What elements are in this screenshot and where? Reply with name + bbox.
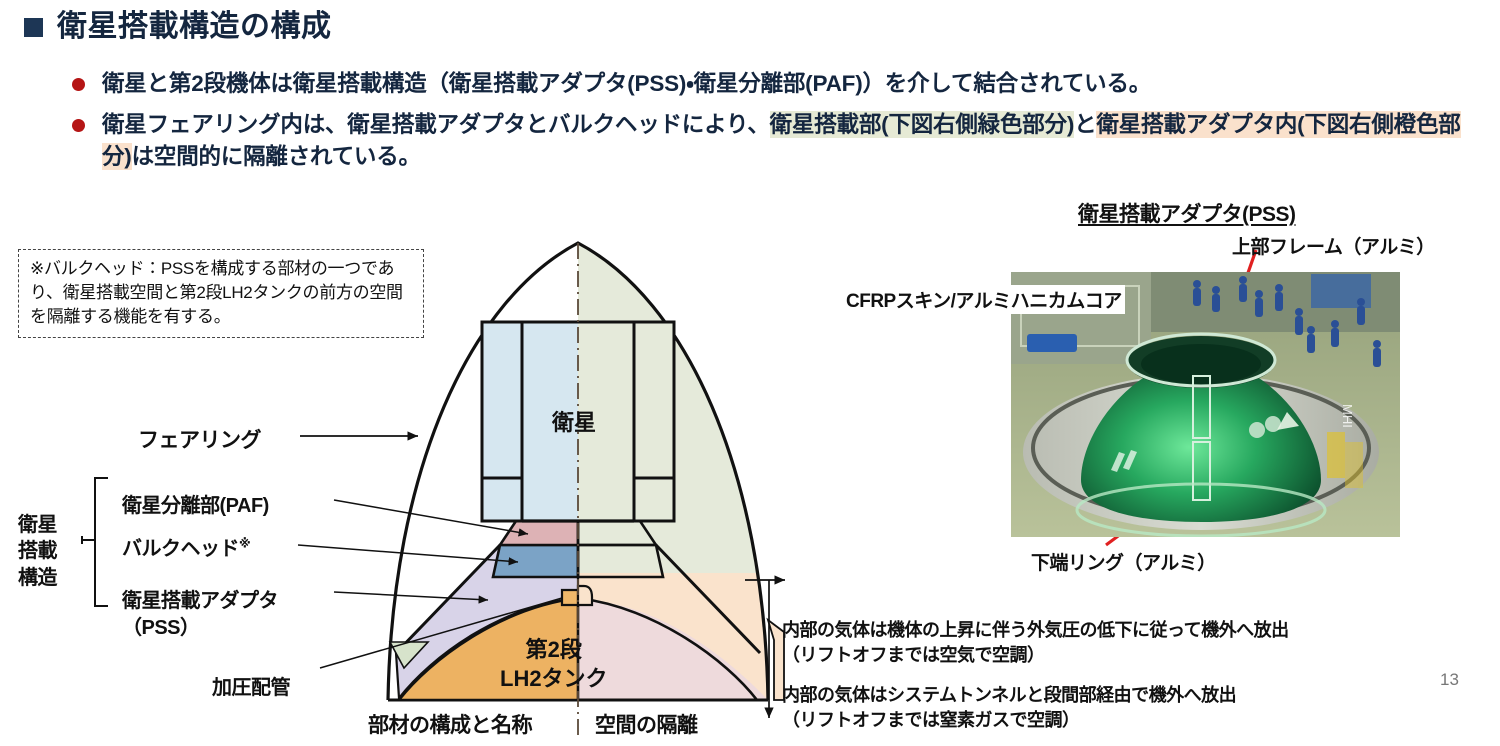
tank-space-pink-region bbox=[578, 600, 768, 700]
pss-photograph-content: MHI bbox=[1011, 272, 1400, 537]
label-pss-line2: （PSS） bbox=[122, 617, 200, 639]
lh2-tank-label-line1: 第2段 bbox=[525, 637, 582, 662]
square-bullet-icon bbox=[24, 17, 43, 37]
lh2-tank-label-line2: LH2タンク bbox=[500, 665, 608, 691]
photo-label-skin: CFRPスキン/アルミハニカムコア bbox=[843, 285, 1125, 314]
bullet-2-seg-plain-b: と bbox=[1074, 111, 1097, 137]
satellite-panel-right bbox=[632, 320, 676, 523]
bulkhead-note-box: ※バルクヘッド：PSSを構成する部材の一つであり、衛星搭載空間と第2段LH2タン… bbox=[18, 249, 424, 339]
axis-label-left: 部材の構成と名称 bbox=[368, 714, 533, 737]
leader-paf bbox=[333, 499, 529, 537]
axis-label-right: 空間の隔離 bbox=[595, 714, 698, 737]
bullet-item-1: 衛星と第2段機体は衛星搭載構造（衛星搭載アダプタ(PSS)・衛星分離部(PAF)… bbox=[72, 68, 1482, 101]
label-bulkhead-mark: ※ bbox=[239, 536, 251, 551]
lh2-tank-label: 第2段 LH2タンク bbox=[500, 636, 608, 693]
leader-pipe bbox=[319, 597, 563, 669]
label-pressurization-pipe: 加圧配管 bbox=[212, 677, 291, 699]
label-fairing: フェアリング bbox=[138, 429, 262, 452]
label-pss: 衛星搭載アダプタ （PSS） bbox=[122, 588, 279, 642]
title-text: 衛星搭載構造の構成 bbox=[57, 10, 332, 43]
label-paf: 衛星分離部(PAF) bbox=[122, 495, 269, 517]
paf-region bbox=[497, 519, 580, 547]
bullet-text-1: 衛星と第2段機体は衛星搭載構造（衛星搭載アダプタ(PSS)・衛星分離部(PAF)… bbox=[102, 71, 1152, 96]
photo-label-upper-frame: 上部フレーム（アルミ） bbox=[1232, 237, 1435, 258]
leader-pss bbox=[333, 591, 489, 604]
annotation-vent-upper-line1: 内部の気体は機体の上昇に伴う外気圧の低下に従って機外へ放出 bbox=[782, 620, 1289, 640]
page-number: 13 bbox=[1440, 670, 1459, 689]
svg-text:MHI: MHI bbox=[1340, 404, 1355, 428]
annotation-vent-lower: 内部の気体はシステムトンネルと段間部経由で機外へ放出 （リフトオフまでは窒素ガス… bbox=[782, 683, 1237, 733]
annotation-vent-upper: 内部の気体は機体の上昇に伴う外気圧の低下に従って機外へ放出 （リフトオフまでは空… bbox=[782, 618, 1289, 668]
pss-cone-right-line bbox=[654, 543, 762, 655]
group-brace-left bbox=[94, 477, 108, 607]
bullet-2-seg-green: 衛星搭載部(下図右側緑色部分) bbox=[769, 110, 1075, 138]
bullet-2-seg-plain-a: 衛星フェアリング内は、衛星搭載アダプタとバルクヘッドにより、 bbox=[102, 111, 770, 137]
label-bulkhead: バルクヘッド※ bbox=[122, 532, 251, 561]
round-bullet-icon bbox=[72, 78, 85, 91]
label-satellite-mount-structure: 衛星搭載構造 bbox=[18, 514, 58, 589]
photo-label-bottom-ring: 下端リング（アルミ） bbox=[1031, 553, 1216, 574]
label-pss-line1: 衛星搭載アダプタ bbox=[122, 590, 279, 612]
round-bullet-icon bbox=[72, 118, 85, 132]
annotation-vent-upper-line2: （リフトオフまでは空気で空調） bbox=[782, 645, 1045, 666]
bullet-list: 衛星と第2段機体は衛星搭載構造（衛星搭載アダプタ(PSS)・衛星分離部(PAF)… bbox=[72, 68, 1482, 182]
pss-photograph: MHI bbox=[1011, 272, 1400, 537]
satellite-panel-left bbox=[480, 320, 524, 523]
pss-cone-left-line bbox=[394, 543, 502, 655]
bullet-text-2: 衛星フェアリング内は、衛星搭載アダプタとバルクヘッドにより、衛星搭載部(下図右側… bbox=[102, 109, 1482, 174]
label-bulkhead-text: バルクヘッド bbox=[122, 538, 240, 560]
satellite-label: 衛星 bbox=[552, 410, 597, 435]
lh2-tank-dome-right bbox=[577, 596, 759, 701]
photo-panel-title: 衛星搭載アダプタ(PSS) bbox=[1078, 203, 1296, 226]
system-tunnel-shape bbox=[766, 617, 785, 701]
annotation-vent-lower-line2: （リフトオフまでは窒素ガスで空調） bbox=[782, 710, 1080, 731]
leader-bulkhead bbox=[297, 544, 519, 566]
pressurization-pipe-left bbox=[560, 588, 580, 607]
annotation-vent-lower-line1: 内部の気体はシステムトンネルと段間部経由で機外へ放出 bbox=[782, 685, 1237, 705]
bullet-item-2: 衛星フェアリング内は、衛星搭載アダプタとバルクヘッドにより、衛星搭載部(下図右側… bbox=[72, 109, 1482, 174]
bullet-2-seg-plain-c: は空間的に隔離されている。 bbox=[131, 144, 421, 170]
pressurization-pipe-right bbox=[576, 584, 594, 607]
page-title: 衛星搭載構造の構成 bbox=[24, 12, 332, 42]
